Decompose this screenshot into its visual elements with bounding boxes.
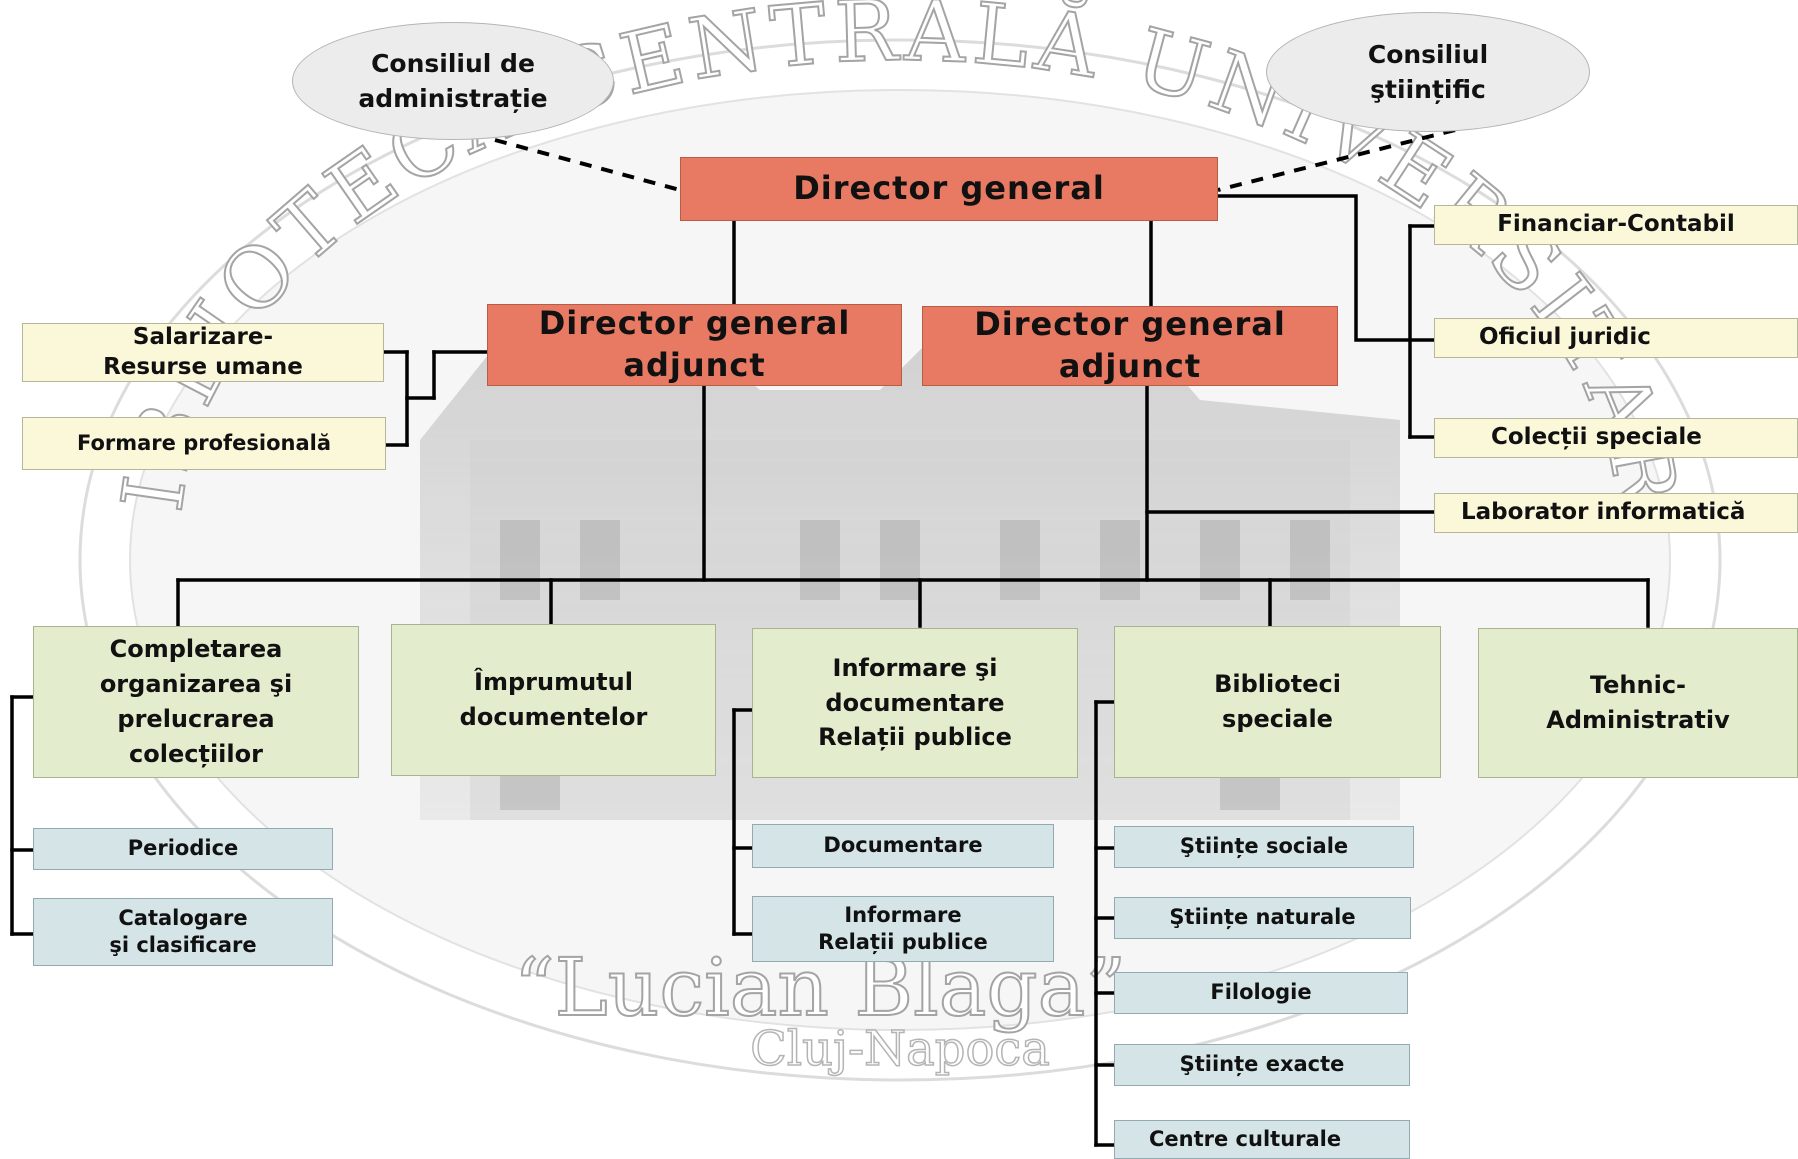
unit-informare-relatii-publice: Informare Relații publice [752, 896, 1054, 962]
seal-name: “Lucian Blaga” [514, 941, 1126, 1034]
dept-biblioteci-speciale: Biblioteci speciale [1114, 626, 1441, 778]
unit-stiinte-exacte: Ştiințe exacte [1114, 1044, 1410, 1086]
unit-documentare: Documentare [752, 824, 1054, 868]
dept-completarea: Completarea organizarea şi prelucrarea c… [33, 626, 359, 778]
dept-imprumutul: Împrumutul documentelor [391, 624, 716, 776]
staff-colectii-speciale: Colecții speciale [1434, 418, 1798, 458]
dept-tehnic-administrativ: Tehnic- Administrativ [1478, 628, 1798, 778]
council-administratie: Consiliul de administrație [292, 22, 614, 140]
hierarchy-links [10, 194, 1650, 1147]
council-stiintific: Consiliul ştiințific [1266, 12, 1590, 132]
staff-salarizare: Salarizare- Resurse umane [22, 323, 384, 382]
staff-financiar-contabil: Financiar-Contabil [1434, 205, 1798, 245]
unit-periodice: Periodice [33, 828, 333, 870]
deputy-director-left-box: Director general adjunct [487, 304, 902, 386]
dept-informare: Informare şi documentare Relații publice [752, 628, 1078, 778]
unit-centre-culturale: Centre culturale [1114, 1120, 1410, 1159]
director-general-box: Director general [680, 157, 1218, 221]
unit-stiinte-naturale: Ştiințe naturale [1114, 897, 1411, 939]
advisory-links [494, 128, 1456, 192]
unit-catalogare: Catalogare şi clasificare [33, 898, 333, 966]
staff-laborator-informatica: Laborator informatică [1434, 493, 1798, 533]
staff-oficiul-juridic: Oficiul juridic [1434, 318, 1798, 358]
unit-stiinte-sociale: Ştiințe sociale [1114, 826, 1414, 868]
seal-city: Cluj-Napoca [750, 1021, 1050, 1077]
staff-formare-profesionala: Formare profesională [22, 417, 386, 470]
seal-outer-ring [78, 38, 1722, 1082]
deputy-director-right-box: Director general adjunct [922, 305, 1338, 386]
unit-filologie: Filologie [1114, 972, 1408, 1014]
